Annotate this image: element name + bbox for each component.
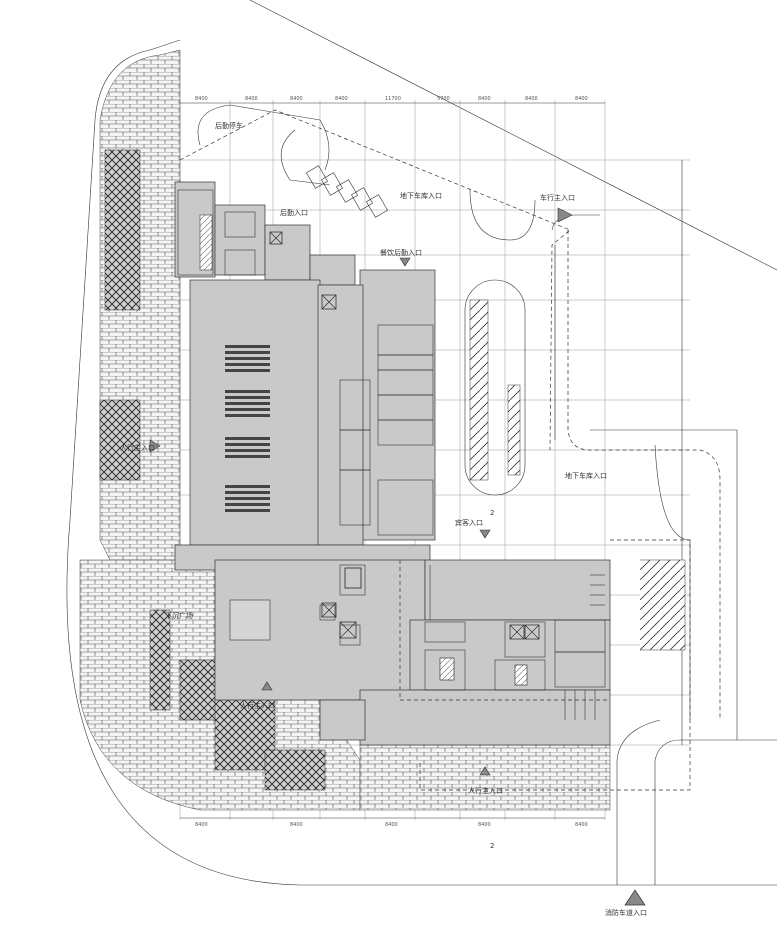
svg-text:8400: 8400 (525, 96, 538, 102)
svg-text:11700: 11700 (385, 96, 401, 102)
entrance-markers (149, 207, 646, 906)
site-boundary (66, 0, 777, 886)
svg-text:8400: 8400 (478, 822, 491, 828)
svg-text:8400: 8400 (195, 822, 208, 828)
label-vehicle-main-entry: 车行主入口 (540, 193, 575, 202)
auditorium-seats (225, 345, 270, 512)
label-logistics-entry: 后勤入口 (280, 208, 308, 217)
label-pedestrian-entry-bottom: 人行主入口 (468, 786, 503, 795)
label-plaza: 下沉广场 (165, 611, 193, 620)
label-guest-entry: 宾客入口 (455, 518, 483, 527)
svg-text:8400: 8400 (290, 822, 303, 828)
dimension-labels: 8400 8400 8400 8400 11700 5700 8400 8400… (195, 96, 588, 828)
interior-walls (177, 189, 606, 720)
north-mark-upper: 2 (490, 509, 494, 517)
label-pedestrian-entry-mid: 人行主入口 (240, 701, 275, 710)
svg-text:8400: 8400 (245, 96, 258, 102)
svg-text:8400: 8400 (195, 96, 208, 102)
label-basement-entry-top: 地下车库入口 (400, 191, 442, 200)
label-pedestrian-entry-left: 人行主入口 (120, 443, 155, 452)
svg-text:8400: 8400 (290, 96, 303, 102)
label-basement-entry-right: 地下车库入口 (565, 471, 607, 480)
svg-text:8400: 8400 (478, 96, 491, 102)
svg-text:8400: 8400 (575, 822, 588, 828)
svg-text:5700: 5700 (437, 96, 450, 102)
label-dining-entry: 餐饮后勤入口 (380, 248, 422, 257)
basement-outline (399, 539, 691, 791)
label-north-parking: 后勤停车 (215, 121, 243, 130)
svg-text:8400: 8400 (385, 822, 398, 828)
plan-labels: 后勤停车 后勤入口 地下车库入口 车行主入口 餐饮后勤入口 人行主入口 地下车库… (120, 121, 647, 917)
north-mark: 2 (490, 842, 494, 850)
svg-text:8400: 8400 (575, 96, 588, 102)
svg-text:8400: 8400 (335, 96, 348, 102)
label-fire-entry: 消防车道入口 (605, 908, 647, 917)
stairs (199, 214, 540, 686)
